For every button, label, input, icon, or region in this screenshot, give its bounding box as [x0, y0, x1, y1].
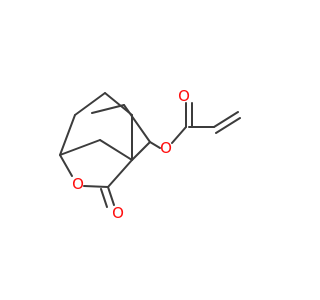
bond [131, 141, 151, 161]
bond [149, 141, 161, 149]
bond [215, 117, 241, 134]
bond [59, 154, 73, 177]
bond [74, 92, 106, 116]
bond [171, 126, 187, 144]
bond [213, 111, 239, 128]
atom-label-group: O O O O [72, 87, 190, 222]
lactone-carbonyl-oxygen-label: O [112, 204, 124, 222]
ring-oxygen-label: O [72, 175, 84, 193]
ester-oxygen-label: O [160, 139, 172, 157]
bond [107, 159, 133, 188]
bond [91, 104, 125, 114]
bond [107, 186, 115, 206]
ester-carbonyl-oxygen-label: O [178, 87, 190, 105]
bond-group [59, 92, 241, 208]
bond [99, 139, 133, 161]
bond [59, 114, 76, 156]
molecule-structure: O O O O [59, 87, 241, 222]
bond [100, 188, 108, 208]
bond [83, 185, 109, 188]
bond [123, 104, 151, 143]
bond [59, 139, 101, 156]
